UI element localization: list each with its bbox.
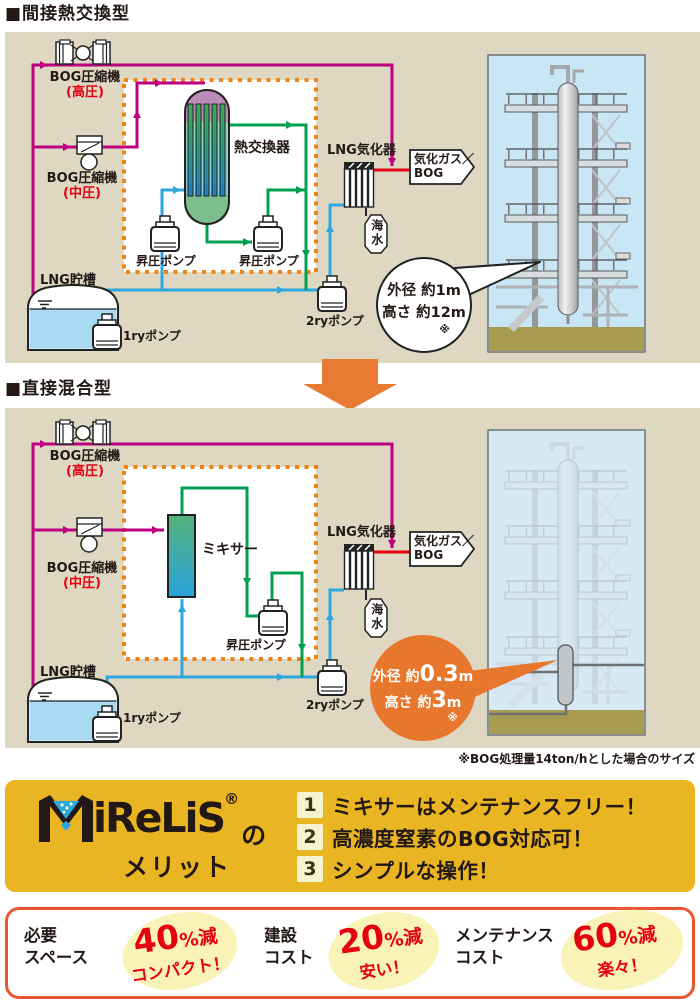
size-bubble-direct — [370, 635, 558, 741]
seawater-label: 海水 — [369, 219, 384, 247]
seawater-label-2: 海水 — [369, 603, 384, 631]
gas-out-label-2-2: BOG — [414, 548, 444, 562]
benefit1-label: 必要 スペース — [24, 925, 88, 970]
gas-out-label-2: BOG — [414, 166, 444, 180]
bubble2-pre1: 外径 約 — [372, 669, 420, 685]
bubble2-unit2: m — [446, 695, 462, 711]
benefit2-line2: コスト — [264, 948, 314, 968]
benefit3-pct: 60 — [569, 914, 621, 960]
seawater-tag-icon-2 — [364, 598, 388, 638]
comp-mid-sub: (中圧) — [63, 186, 101, 201]
benefit2-line1: 建設 — [264, 926, 297, 945]
package-boundary-direct — [122, 465, 318, 661]
panel-direct — [5, 408, 700, 748]
panel-indirect — [5, 32, 700, 363]
benefit2-suffix: %減 — [383, 925, 424, 953]
comp-mid-sub-2: (中圧) — [63, 576, 101, 591]
merit-word: メリット — [123, 853, 232, 882]
bubble2-line2: 高さ 約3m — [370, 688, 476, 713]
benefit3-suffix: %減 — [617, 923, 658, 951]
merit-list: 1 ミキサーはメンテナンスフリー！ 2 高濃度窒素のBOG対応可！ 3 シンプル… — [297, 791, 647, 883]
benefit1-line1: 必要 — [24, 926, 57, 945]
section-title-direct: ■直接混合型 — [5, 379, 113, 399]
merit-number-badge: 3 — [297, 855, 323, 882]
merit-item: 2 高濃度窒素のBOG対応可！ — [297, 823, 647, 851]
package-boundary-indirect — [122, 78, 318, 274]
vaporizer-label-2: LNG気化器 — [327, 525, 396, 540]
merit-text: 高濃度窒素のBOG対応可！ — [332, 826, 594, 851]
bubble2-unit1: m — [458, 669, 474, 685]
lng-vaporizer-icon — [343, 161, 375, 208]
vaporizer-label: LNG気化器 — [327, 143, 396, 158]
brand-m-icon — [39, 795, 93, 842]
return-line-indirect — [205, 123, 308, 290]
merit-text: ミキサーはメンテナンスフリー！ — [332, 794, 647, 819]
lng-tank-label-2: LNG貯槽 — [40, 665, 96, 680]
benefit2-label: 建設 コスト — [264, 925, 314, 970]
registered-mark: ® — [224, 790, 240, 808]
merit-number-badge: 2 — [297, 823, 323, 850]
boost-pump-right-label: 昇圧ポンプ — [239, 254, 299, 268]
brand-logo: iReLiS ® の — [39, 790, 266, 850]
pump-2ry-label-2: 2ryポンプ — [306, 698, 364, 712]
bubble1-note: ※ — [439, 323, 450, 336]
heat-exchanger-label: 熱交換器 — [234, 140, 290, 156]
size-footnote: ※BOG処理量14ton/hとした場合のサイズ — [458, 752, 695, 766]
bubble2-line1: 外径 約0.3m — [370, 662, 476, 687]
pump-1ry-label-2: 1ryポンプ — [123, 711, 181, 725]
gas-out-label-1: 気化ガス／ — [414, 152, 475, 166]
gas-out-arrow-box — [409, 149, 476, 185]
bubble2-note: ※ — [447, 711, 458, 724]
benefit3-line2: コスト — [455, 948, 505, 968]
gas-out-label-1-2: 気化ガス／ — [414, 534, 475, 548]
benefit3-label: メンテナンス コスト — [455, 925, 554, 970]
section-title-indirect: ■間接熱交換型 — [5, 4, 131, 24]
comp-high-sub-2: (高圧) — [66, 464, 104, 479]
benefit1-suffix: %減 — [178, 925, 219, 953]
tower-photo-direct — [487, 429, 646, 736]
bog-line-arrows-2 — [40, 440, 396, 548]
merit-item: 1 ミキサーはメンテナンスフリー！ — [297, 791, 647, 819]
benefit3-line1: メンテナンス — [455, 926, 554, 945]
gas-out-arrow-box-2 — [409, 531, 476, 567]
transition-arrow-icon — [303, 359, 397, 410]
size-bubble-indirect — [376, 257, 541, 353]
bog-line-arrows — [40, 61, 396, 166]
seawater-tag-icon — [364, 214, 388, 254]
brand-name: iReLiS — [93, 794, 226, 842]
bubble1-line2: 高さ 約12m — [382, 305, 466, 321]
mixer-icon — [167, 514, 196, 598]
bubble2-big2: 3 — [431, 688, 447, 713]
pump-1ry-label: 1ryポンプ — [123, 329, 181, 343]
merit-banner: iReLiS ® の メリット 1 ミキサーはメンテナンスフリー！ 2 高濃度窒… — [5, 780, 695, 892]
comp-high-label-2: BOG圧縮機 — [49, 449, 121, 464]
benefit1-pct: 40 — [130, 916, 182, 962]
pump-2ry-label: 2ryポンプ — [306, 314, 364, 328]
lng-vaporizer-icon-2 — [343, 543, 375, 590]
benefit2-pct: 20 — [335, 916, 387, 962]
comp-high-label: BOG圧縮機 — [49, 70, 121, 85]
heat-exchanger-icon — [184, 89, 230, 225]
boost-pump-label-2: 昇圧ポンプ — [226, 638, 286, 652]
comp-mid-label-2: BOG圧縮機 — [46, 561, 118, 576]
mixer-label: ミキサー — [202, 542, 258, 558]
merit-item: 3 シンプルな操作！ — [297, 855, 647, 883]
comp-mid-label: BOG圧縮機 — [46, 171, 118, 186]
bubble1-line1: 外径 約1m — [387, 283, 461, 299]
return-line-arrows — [243, 121, 310, 258]
return-line-arrows-2 — [243, 578, 306, 652]
bubble2-pre2: 高さ 約 — [384, 695, 432, 711]
merit-number-badge: 1 — [297, 791, 323, 818]
bubble2-big1: 0.3 — [419, 662, 459, 687]
merit-text: シンプルな操作！ — [332, 858, 500, 883]
boost-pump-left-label: 昇圧ポンプ — [136, 254, 196, 268]
lng-line-arrows-2 — [178, 604, 334, 681]
lng-tank-label: LNG貯槽 — [40, 273, 96, 288]
return-line-direct — [180, 486, 304, 677]
comp-high-sub: (高圧) — [66, 85, 104, 100]
brand-particle: の — [241, 821, 267, 850]
benefit1-line2: スペース — [24, 948, 89, 968]
tower-photo-indirect — [487, 54, 646, 353]
